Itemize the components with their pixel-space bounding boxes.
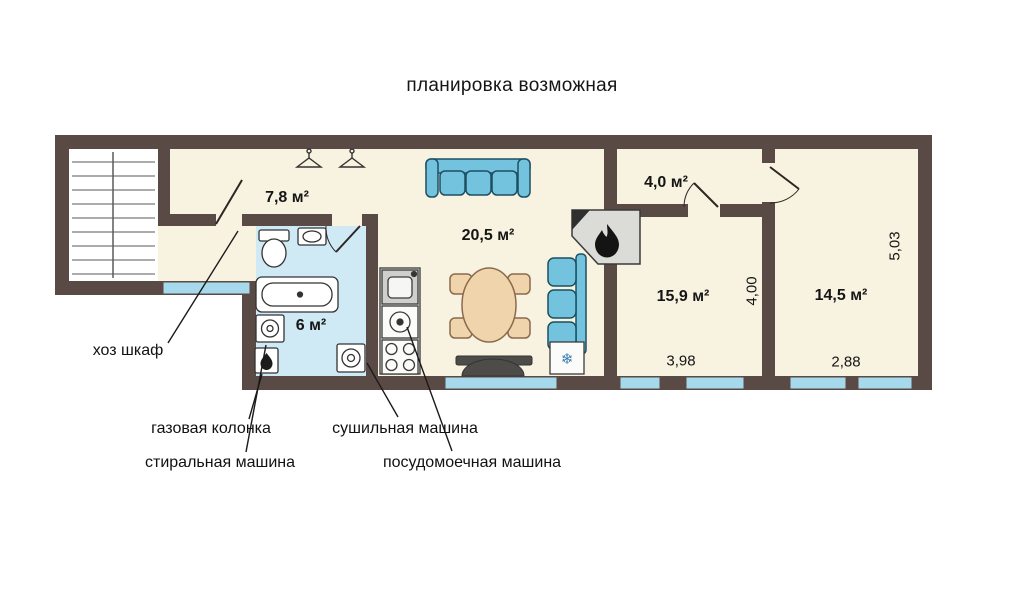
dining-set <box>449 267 531 343</box>
chair <box>547 289 577 319</box>
door-arc-bathroom <box>325 225 337 253</box>
kitchen-unit <box>379 267 421 375</box>
wall-bottom <box>242 376 932 390</box>
wall-corridor-stub <box>158 214 216 226</box>
bench-chairs <box>547 253 587 355</box>
dimension-label-room2-width: 2,88 <box>831 353 861 371</box>
room-area-label-hall: 7,8 м² <box>265 189 309 206</box>
wall-stair-divider <box>158 149 170 226</box>
dimension-label-room1-depth: 4,00 <box>743 276 761 306</box>
callout-label-dishwasher: посудомоечная машина <box>382 454 562 471</box>
toilet <box>258 229 290 268</box>
snowflake-icon: ❄ <box>561 351 574 368</box>
room-area-label-living: 20,5 м² <box>461 227 515 244</box>
wall-rooms-divider-b <box>762 202 775 390</box>
wall-left-lower <box>242 281 256 390</box>
room-area-label-bathroom: 6 м² <box>295 317 327 334</box>
hanger-icon <box>294 148 324 168</box>
door-leaf-storage <box>693 182 719 208</box>
window <box>857 376 913 390</box>
door-arc-room <box>769 188 800 204</box>
callout-label-dryer: сушильная машина <box>332 420 478 437</box>
hanger-icon <box>337 148 367 168</box>
plan-title: планировка возможная <box>406 75 618 96</box>
callout-label-washer: стиральная машина <box>145 454 295 471</box>
console-table <box>455 355 533 377</box>
fridge: ❄ <box>549 341 585 375</box>
room-area-label-room2: 14,5 м² <box>814 287 868 304</box>
dining-table <box>461 267 517 343</box>
bathtub <box>255 276 339 313</box>
window <box>444 376 558 390</box>
callout-arrows <box>167 230 453 453</box>
door-leaf-entry <box>215 179 243 225</box>
wall-hall-bath-a <box>242 214 332 226</box>
flame-icon <box>595 224 619 258</box>
doors <box>215 166 800 253</box>
window <box>162 281 251 295</box>
arrow-dishwasher <box>406 326 453 452</box>
wall-bath-right <box>366 214 378 376</box>
fireplace <box>571 209 641 265</box>
staircase <box>69 149 158 281</box>
room-area-label-storage: 4,0 м² <box>644 174 688 191</box>
dimension-label-room1-width: 3,98 <box>666 352 696 370</box>
window <box>789 376 847 390</box>
window <box>619 376 661 390</box>
wall-rooms-divider-a <box>762 149 775 163</box>
dishwasher <box>381 305 419 339</box>
door-arc-storage <box>683 182 695 208</box>
wall-storage-bottom-b <box>720 204 762 217</box>
wall-right <box>918 135 932 390</box>
walls <box>55 135 932 390</box>
callout-label-gas-heater: газовая колонка <box>151 420 271 437</box>
sofa <box>425 158 531 198</box>
wash-basin <box>297 227 327 246</box>
gas-heater <box>254 347 279 374</box>
wall-top <box>55 135 932 149</box>
window <box>685 376 745 390</box>
arrow-dryer <box>366 362 399 418</box>
arrow-utility-closet <box>167 230 239 344</box>
washing-machine <box>255 314 285 343</box>
door-leaf-room <box>769 166 800 190</box>
callout-label-utility-closet: хоз шкаф <box>92 342 164 359</box>
dimension-label-room2-depth: 5,03 <box>886 231 904 261</box>
wall-left <box>55 135 69 295</box>
arrow-washer <box>245 344 267 453</box>
dryer <box>336 343 366 373</box>
door-leaf-bathroom <box>335 225 361 253</box>
windows <box>162 281 913 390</box>
chair <box>547 257 577 287</box>
fireplace-corner-wedge <box>572 210 590 230</box>
room-area-label-room1: 15,9 м² <box>656 288 710 305</box>
stove <box>381 339 419 375</box>
